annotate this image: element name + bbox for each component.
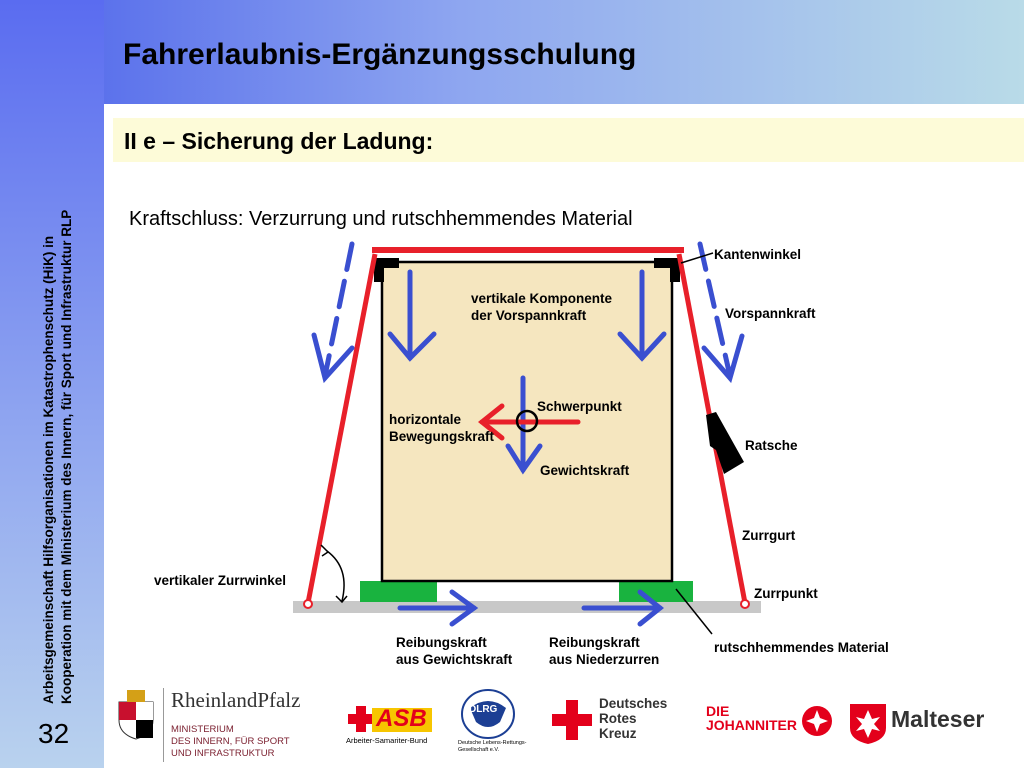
- logo-johanniter: DIE JOHANNITER: [706, 704, 834, 740]
- subtitle-bar: [113, 118, 1024, 162]
- header-band: [0, 0, 1024, 104]
- rlp-ministry-line3: UND INFRASTRUKTUR: [171, 748, 275, 759]
- logo-malteser: Malteser: [850, 702, 996, 746]
- label-vertikale-komponente-line2: der Vorspannkraft: [471, 308, 587, 323]
- drk-line3: Kreuz: [599, 726, 637, 741]
- label-vorspannkraft: Vorspannkraft: [725, 306, 816, 321]
- rlp-ministry-text: MINISTERIUM DES INNERN, FÜR SPORT UND IN…: [171, 724, 290, 760]
- label-reibungskraft-gewicht: Reibungskraft aus Gewichtskraft: [396, 634, 512, 668]
- dlrg-subtitle-line2: Gesellschaft e.V.: [458, 747, 500, 753]
- johanniter-cross-icon: [802, 706, 832, 736]
- drk-line2: Rotes: [599, 711, 637, 726]
- rlp-ministry-line2: DES INNERN, FÜR SPORT: [171, 736, 290, 747]
- rlp-ministry-line1: MINISTERIUM: [171, 724, 234, 735]
- lashing-point-right: [740, 599, 750, 609]
- sidebar-band: [0, 0, 104, 768]
- asb-subtitle: Arbeiter-Samariter-Bund: [346, 736, 428, 745]
- edge-protector-right: [654, 258, 680, 282]
- logo-dlrg: DLRG Deutsche Lebens-Rettungs- Gesellsch…: [456, 688, 536, 758]
- friction-mat-right: [619, 581, 693, 602]
- drk-line1: Deutsches: [599, 696, 668, 711]
- label-reibungskraft-niederzurren: Reibungskraft aus Niederzurren: [549, 634, 659, 668]
- drk-wordmark: Deutsches Rotes Kreuz: [599, 696, 667, 741]
- pretension-arrow-left: [311, 241, 355, 384]
- label-zurrpunkt: Zurrpunkt: [754, 586, 818, 601]
- johanniter-line1: DIE: [706, 703, 730, 719]
- rlp-wordmark: RheinlandPfalz: [171, 688, 301, 712]
- label-gewichtskraft: Gewichtskraft: [540, 463, 630, 478]
- leader-rutschhemmend: [675, 588, 713, 635]
- rlp-divider: [163, 688, 164, 762]
- lashing-angle-arc: [320, 544, 348, 604]
- malteser-shield-icon: [850, 704, 886, 744]
- lashing-point-left: [303, 599, 313, 609]
- johanniter-line2: JOHANNITER: [706, 717, 798, 733]
- intro-text: Kraftschluss: Verzurrung und rutschhemme…: [129, 208, 633, 230]
- dlrg-wordmark: DLRG: [469, 704, 498, 715]
- logo-rheinland-pfalz: RheinlandPfalz MINISTERIUM DES INNERN, F…: [113, 686, 300, 766]
- asb-cross-icon: [348, 706, 432, 732]
- horizontal-force-arrow: [477, 403, 581, 441]
- label-schwerpunkt: Schwerpunkt: [537, 399, 622, 414]
- vertical-component-arrow-right: [617, 269, 667, 362]
- label-reibung-nieder-line2: aus Niederzurren: [549, 652, 660, 667]
- strap-left: [305, 253, 378, 604]
- ratchet: [706, 412, 744, 474]
- label-kantenwinkel: Kantenwinkel: [714, 247, 802, 262]
- logo-asb: ASB Arbeiter-Samariter-Bund: [346, 704, 436, 748]
- friction-mat-left: [360, 581, 437, 602]
- edge-protector-left: [374, 258, 399, 282]
- label-horizontale-line1: horizontale: [389, 412, 462, 427]
- label-ratsche: Ratsche: [745, 438, 798, 453]
- label-reibung-gewicht-line2: aus Gewichtskraft: [396, 652, 513, 667]
- red-cross-icon: [552, 700, 592, 740]
- label-reibung-nieder-line1: Reibungskraft: [549, 635, 640, 650]
- label-vertikale-komponente: vertikale Komponente der Vorspannkraft: [471, 290, 612, 324]
- centre-of-gravity-symbol: [515, 409, 539, 433]
- label-reibung-gewicht-line1: Reibungskraft: [396, 635, 487, 650]
- label-horizontale-line2: Bewegungskraft: [389, 429, 495, 444]
- label-vertikale-komponente-line1: vertikale Komponente: [471, 291, 613, 306]
- malteser-wordmark: Malteser: [891, 706, 985, 732]
- friction-arrow-tiedown: [581, 589, 665, 627]
- johanniter-wordmark: DIE JOHANNITER: [706, 704, 797, 732]
- label-vertikaler-zurrwinkel: vertikaler Zurrwinkel: [154, 573, 287, 588]
- dlrg-eagle-icon: [461, 689, 515, 739]
- leader-kantenwinkel: [680, 252, 714, 264]
- slide-subtitle: II e – Sicherung der Ladung:: [124, 128, 434, 154]
- pretension-arrow-right: [697, 241, 745, 384]
- vertical-component-arrow-left: [387, 269, 437, 362]
- asb-wordmark: ASB: [376, 705, 427, 732]
- friction-arrow-weight: [397, 589, 479, 627]
- label-zurrgurt: Zurrgurt: [742, 528, 796, 543]
- page-number: 32: [38, 718, 70, 749]
- logo-drk: Deutsches Rotes Kreuz: [552, 696, 682, 746]
- dlrg-subtitle: Deutsche Lebens-Rettungs- Gesellschaft e…: [458, 740, 526, 754]
- label-horizontale-bewegungskraft: horizontale Bewegungskraft: [389, 411, 494, 445]
- dlrg-subtitle-line1: Deutsche Lebens-Rettungs-: [458, 740, 527, 746]
- slide-title: Fahrerlaubnis-Ergänzungsschulung: [123, 38, 637, 71]
- rlp-coat-of-arms-icon: [118, 690, 154, 740]
- label-rutschhemmendes-material: rutschhemmendes Material: [714, 640, 889, 655]
